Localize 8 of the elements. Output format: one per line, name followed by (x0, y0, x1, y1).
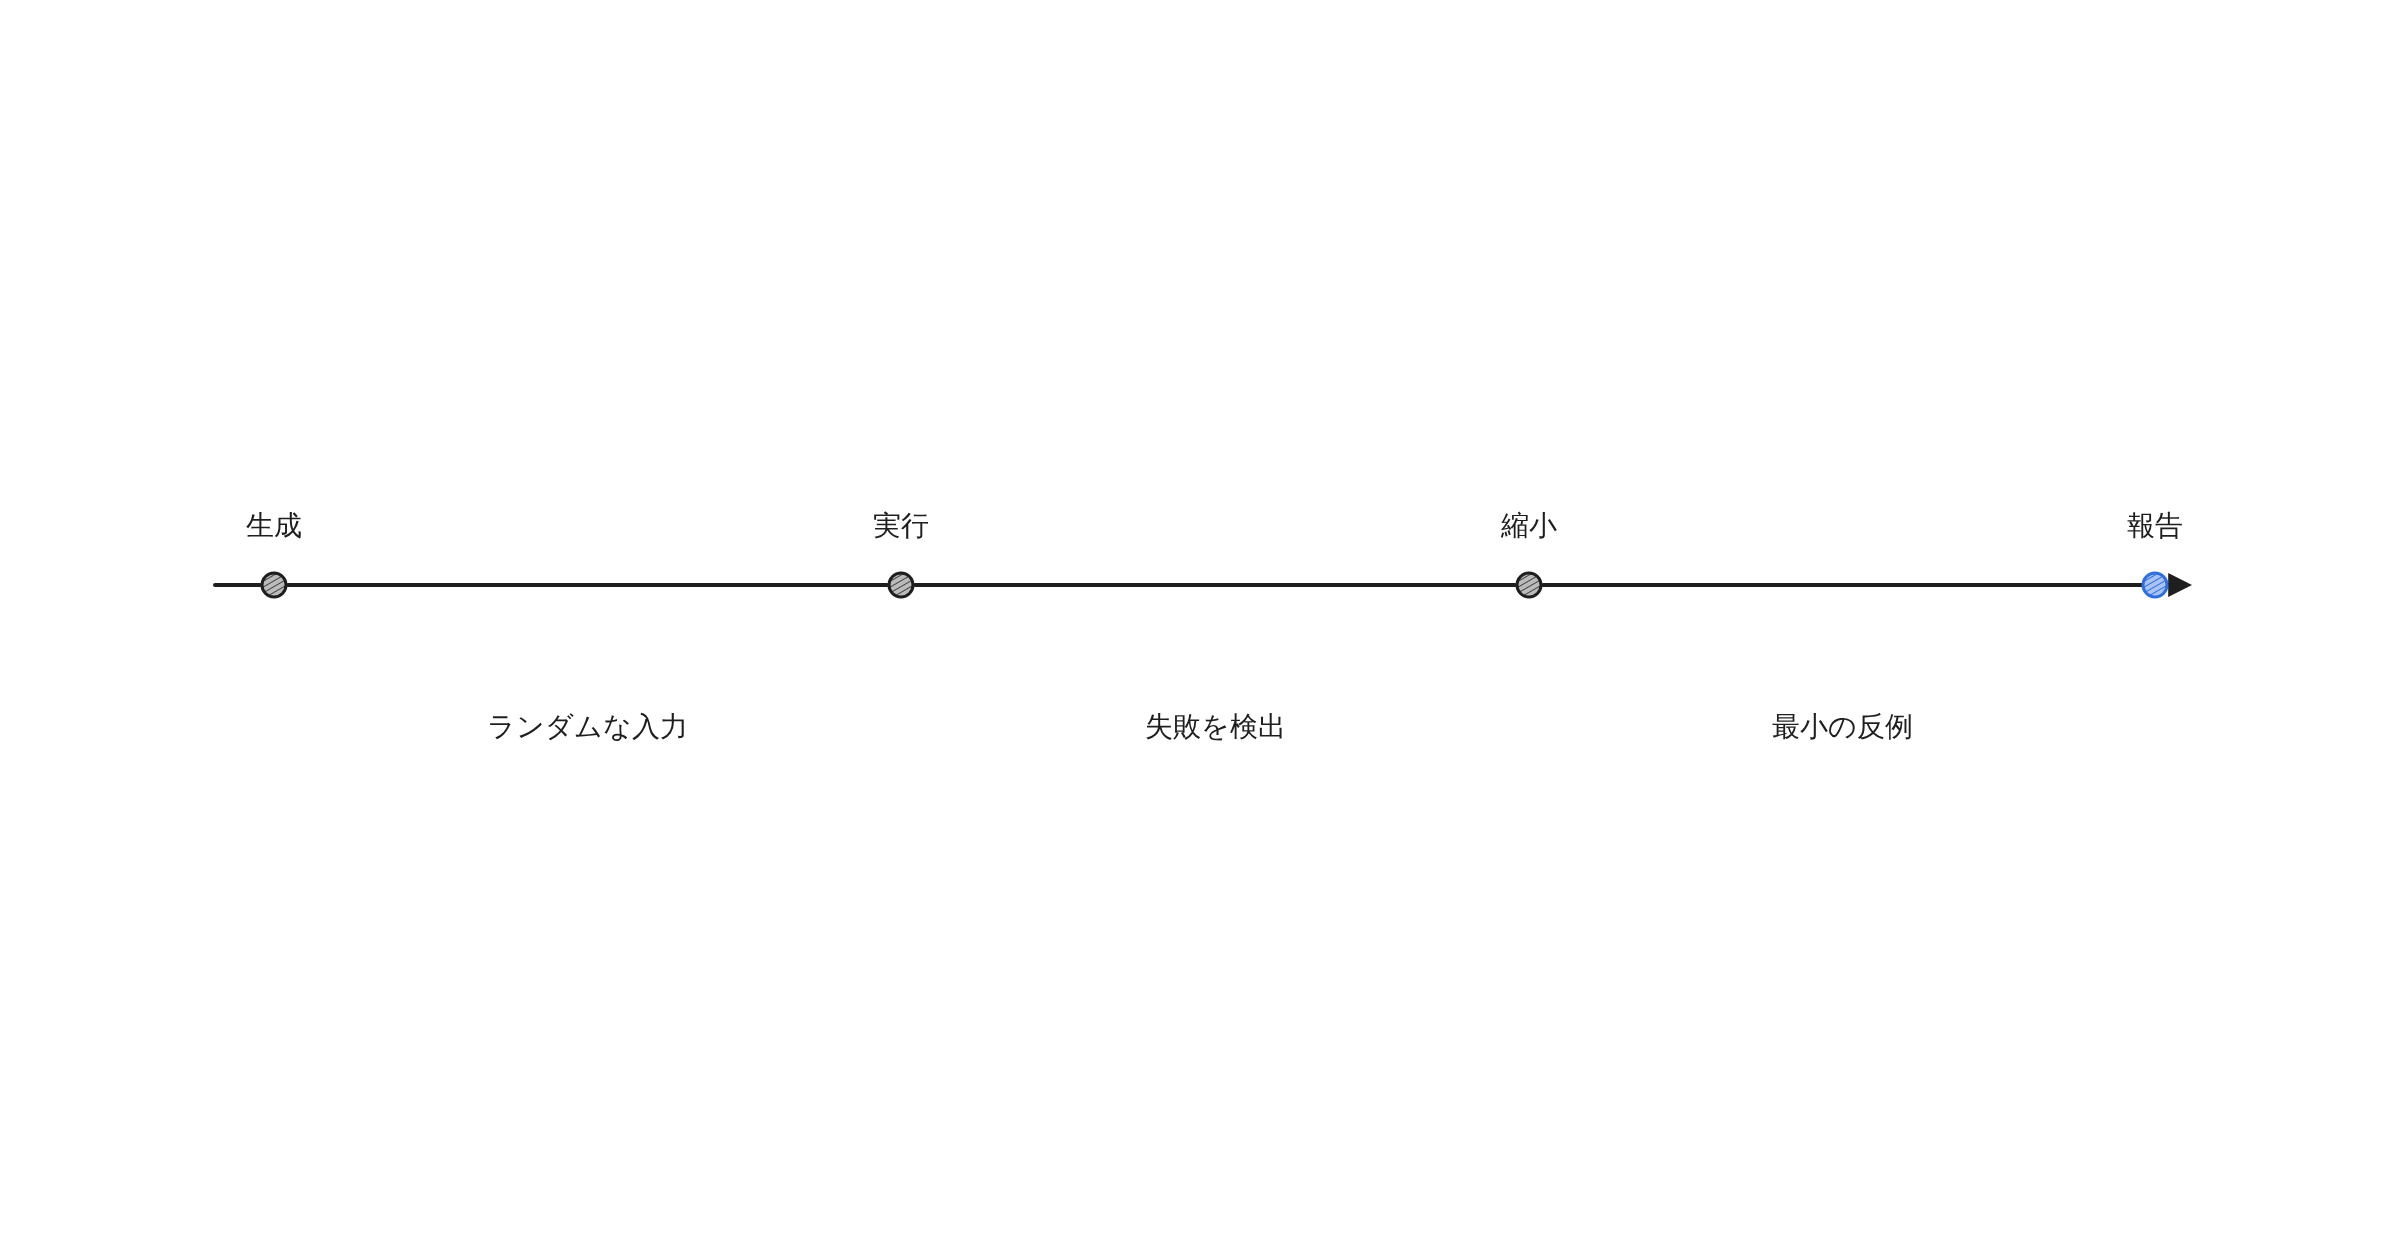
arrow (1541, 573, 2193, 597)
step-label: 生成 (245, 509, 303, 543)
step-label: 実行 (872, 509, 930, 543)
timeline-line (213, 583, 262, 587)
timeline-line (913, 583, 1517, 587)
timeline-line (286, 583, 889, 587)
step-label: 縮小 (1500, 509, 1558, 543)
step-label: 報告 (2126, 509, 2184, 543)
